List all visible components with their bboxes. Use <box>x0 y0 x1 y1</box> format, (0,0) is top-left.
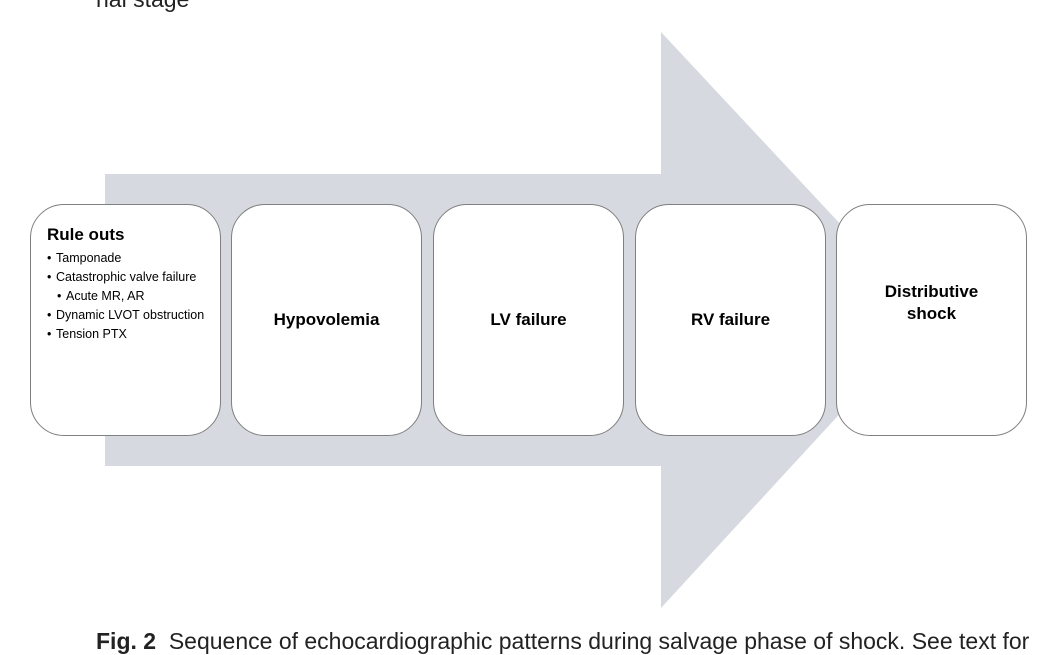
rule-out-item: Tension PTX <box>47 327 210 342</box>
stage-box-lv-failure: LV failure <box>433 204 624 436</box>
figure-caption-text: Sequence of echocardiographic patterns d… <box>168 628 1030 654</box>
stage-box-distributive-shock: Distributive shock <box>836 204 1027 436</box>
figure-caption: Fig. 2 Sequence of echocardiographic pat… <box>96 628 1029 655</box>
cropped-top-text: nal stage <box>0 0 1057 24</box>
rule-out-item: Catastrophic valve failure <box>47 270 210 285</box>
stage-label: LV failure <box>490 310 567 329</box>
stage-box-rv-failure: RV failure <box>635 204 826 436</box>
rule-out-subitem: Acute MR, AR <box>57 289 210 304</box>
rule-outs-box: Rule outs Tamponade Catastrophic valve f… <box>30 204 221 436</box>
stage-box-hypovolemia: Hypovolemia <box>231 204 422 436</box>
stage-label: RV failure <box>690 310 771 329</box>
rule-out-item: Dynamic LVOT obstruction <box>47 308 210 323</box>
rule-outs-list: Tamponade Catastrophic valve failure Acu… <box>47 251 210 342</box>
stage-label: Hypovolemia <box>273 310 380 329</box>
figure-caption-label: Fig. 2 <box>96 628 157 654</box>
cropped-top-text-line: nal stage <box>96 0 189 13</box>
rule-out-item: Tamponade <box>47 251 210 266</box>
rule-outs-title: Rule outs <box>47 225 125 244</box>
stage-label: Distributive shock <box>884 282 979 323</box>
